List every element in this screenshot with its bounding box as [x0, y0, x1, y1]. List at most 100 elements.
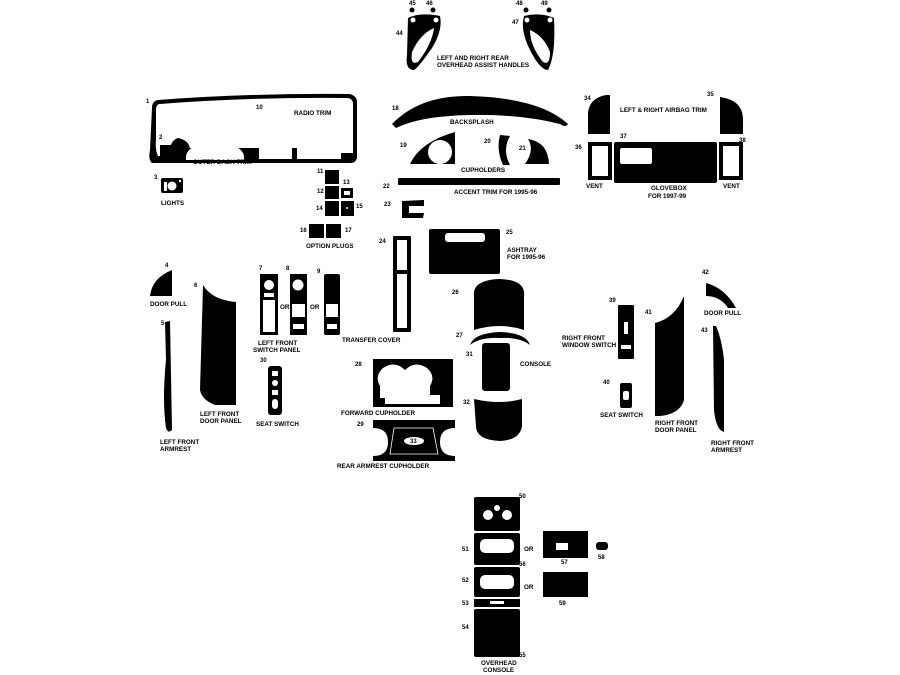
part-glovebox: [614, 142, 717, 183]
num-23: 23: [384, 202, 391, 208]
num-50: 50: [519, 494, 526, 500]
num-9: 9: [317, 269, 321, 275]
num-18: 18: [392, 106, 399, 112]
part-right-armrest: [713, 326, 724, 432]
part-vent-right: [719, 142, 743, 180]
num-37: 37: [620, 134, 627, 140]
num-34: 34: [584, 96, 591, 102]
part-right-window-switch: [618, 305, 634, 359]
label-lf-door-1: LEFT FRONT: [200, 411, 239, 418]
label-ashtray-2: FOR 1995-96: [507, 254, 546, 261]
label-assist-1: LEFT AND RIGHT REAR: [437, 55, 509, 62]
num-14: 14: [316, 206, 323, 212]
num-52: 52: [462, 578, 469, 584]
part-left-door-panel: [200, 285, 236, 405]
num-20: 20: [484, 139, 491, 145]
part-door-pull-right: [706, 283, 736, 308]
num-12: 12: [317, 189, 324, 195]
num-58: 58: [598, 555, 605, 561]
num-17: 17: [345, 228, 352, 234]
num-3: 3: [154, 175, 158, 181]
num-59: 59: [559, 601, 566, 607]
label-outer-dash-trim: OUTER DASH TRIM: [193, 159, 252, 166]
label-rf-arm-1: RIGHT FRONT: [711, 440, 754, 447]
part-console: [470, 279, 530, 441]
label-rf-door-1: RIGHT FRONT: [655, 420, 698, 427]
num-19: 19: [400, 143, 407, 149]
num-32: 32: [463, 400, 470, 406]
part-switch-panel-9: [324, 274, 340, 335]
part-cupholder-21: [525, 139, 549, 164]
label-transfer-cover: TRANSFER COVER: [342, 337, 401, 344]
num-4: 4: [165, 263, 169, 269]
num-11: 11: [317, 169, 324, 175]
label-forward-cupholder: FORWARD CUPHOLDER: [341, 410, 415, 417]
num-49: 49: [541, 1, 548, 7]
num-44: 44: [396, 31, 403, 37]
part-switch-panel-8: [290, 274, 307, 335]
num-24: 24: [379, 239, 386, 245]
part-seat-switch-right: [620, 383, 632, 408]
label-or-4: OR: [524, 584, 534, 591]
label-accent-trim: ACCENT TRIM FOR 1995-96: [454, 189, 538, 196]
label-lf-door-2: DOOR PANEL: [200, 418, 242, 425]
label-rf-window-1: RIGHT FRONT: [562, 335, 605, 342]
label-rear-armrest-cupholder: REAR ARMREST CUPHOLDER: [337, 463, 430, 470]
num-13: 13: [343, 180, 350, 186]
part-59: [543, 572, 588, 597]
label-console: CONSOLE: [520, 361, 551, 368]
part-left-armrest: [164, 321, 172, 432]
label-lights: LIGHTS: [161, 200, 184, 207]
num-54: 54: [462, 625, 469, 631]
label-backsplash: BACKSPLASH: [450, 119, 494, 126]
num-21: 21: [519, 146, 526, 152]
num-43: 43: [701, 328, 708, 334]
part-cupholder-20: [498, 135, 510, 165]
label-radio-trim: RADIO TRIM: [294, 110, 331, 117]
label-seat-switch-left: SEAT SWITCH: [256, 421, 299, 428]
part-overhead-console: [474, 497, 520, 657]
part-option-plugs: [309, 170, 354, 238]
label-door-pull-left: DOOR PULL: [150, 301, 187, 308]
part-backsplash: [392, 95, 568, 128]
part-58: [596, 542, 608, 550]
num-1: 1: [146, 99, 150, 105]
part-ashtray: [429, 229, 500, 274]
num-33: 33: [410, 439, 417, 445]
label-door-pull-right: DOOR PULL: [704, 310, 741, 317]
label-vent-left: VENT: [586, 183, 603, 190]
part-seat-switch-left: [268, 366, 282, 415]
num-41: 41: [645, 310, 652, 316]
num-27: 27: [456, 333, 463, 339]
num-40: 40: [603, 380, 610, 386]
label-vent-right: VENT: [723, 183, 740, 190]
num-56: 56: [519, 562, 526, 568]
num-47: 47: [512, 20, 519, 26]
label-or-2: OR: [310, 304, 320, 311]
num-29: 29: [357, 422, 364, 428]
part-outer-dash-trim: [149, 93, 357, 163]
label-lf-arm-2: ARMREST: [160, 446, 191, 453]
part-labels: LEFT AND RIGHT REAR OVERHEAD ASSIST HAND…: [150, 55, 754, 674]
label-seat-switch-right: SEAT SWITCH: [600, 412, 643, 419]
label-or-3: OR: [524, 546, 534, 553]
label-cupholders: CUPHOLDERS: [461, 167, 505, 174]
part-switch-panel-7: [260, 274, 278, 335]
part-right-door-panel: [655, 296, 684, 416]
part-numbers: 1 2 3 4 5 6 7 8 9 10 11 12 13 14 15 16 1…: [146, 1, 746, 659]
part-forward-cupholder: [373, 359, 453, 407]
label-airbag-trim: LEFT & RIGHT AIRBAG TRIM: [620, 107, 707, 114]
part-rear-armrest-cupholder: [373, 420, 455, 461]
num-36: 36: [575, 145, 582, 151]
part-cupholder-19: [410, 132, 455, 164]
label-or-1: OR: [280, 304, 290, 311]
num-15: 15: [356, 204, 363, 210]
num-45: 45: [409, 1, 416, 7]
part-transfer-cover: [393, 236, 411, 332]
label-ashtray-1: ASHTRAY: [507, 247, 538, 254]
num-6: 6: [194, 283, 198, 289]
part-23: [402, 200, 424, 218]
num-48: 48: [516, 1, 523, 7]
num-35: 35: [707, 92, 714, 98]
